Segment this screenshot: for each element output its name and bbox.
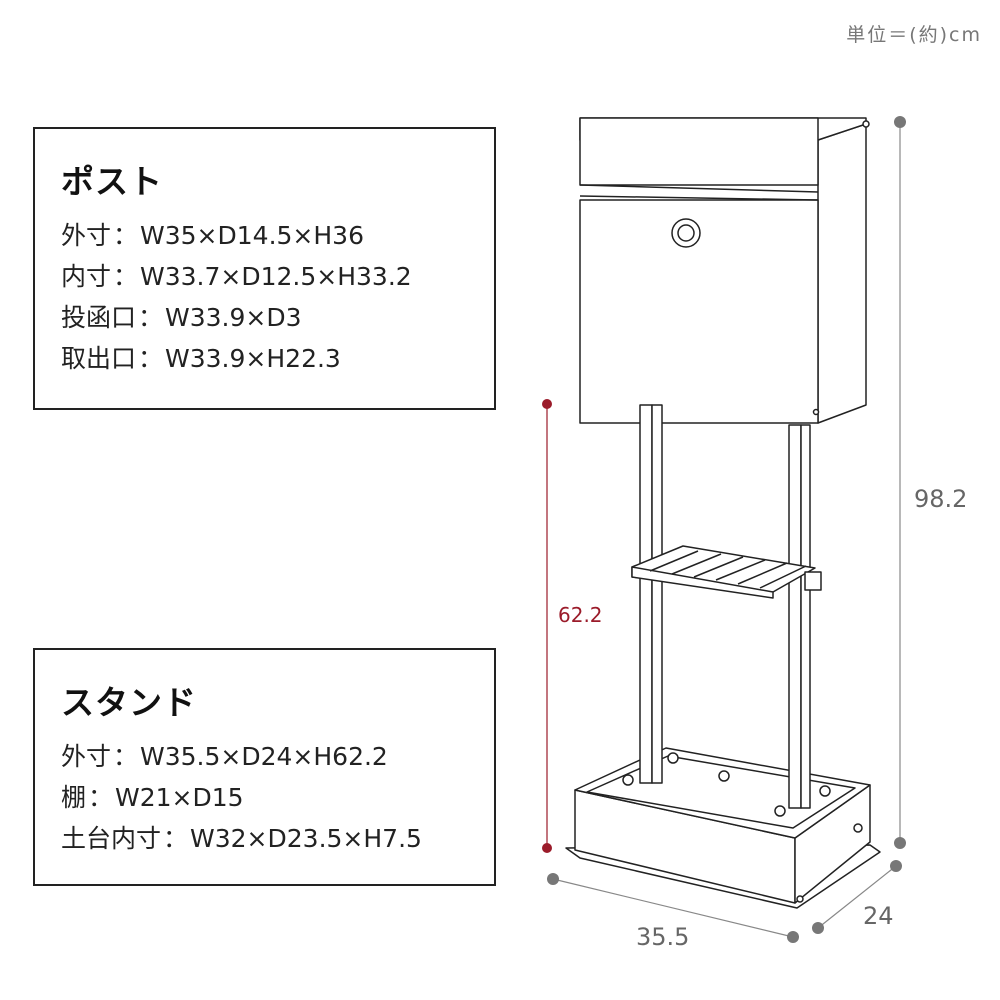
base-bolt — [622, 774, 634, 786]
shelf-slat — [759, 565, 807, 589]
shelf-slat — [649, 550, 699, 572]
spec-value: W33.7×D12.5×H33.2 — [140, 262, 412, 291]
post-spec-title: ポスト — [61, 162, 163, 201]
mailbox-lock-knob — [677, 224, 695, 242]
dimension-total-height — [894, 116, 906, 849]
mailbox — [579, 117, 870, 424]
post-spec-slot: 投函口：W33.9×D3 — [61, 297, 468, 338]
post-spec-outer: 外寸：W35×D14.5×H36 — [61, 215, 468, 256]
mailbox-slot-line — [579, 184, 819, 193]
spec-label: 外寸 — [61, 742, 112, 771]
post-spec-inner: 内寸：W33.7×D12.5×H33.2 — [61, 256, 468, 297]
spec-label: 取出口 — [61, 344, 137, 373]
spec-label: 外寸 — [61, 221, 112, 250]
spec-separator: ： — [88, 783, 114, 812]
dimension-label-stand-height: 62.2 — [558, 603, 603, 627]
dimension-label-width: 35.5 — [636, 923, 690, 951]
mailbox-door-screw — [812, 408, 820, 416]
spec-value: W35×D14.5×H36 — [140, 221, 364, 250]
base-bolt — [774, 805, 786, 817]
mailbox-hinge-screw — [862, 120, 870, 128]
dimension-depth — [812, 860, 902, 934]
shelf-front-edge — [631, 566, 774, 599]
post-spec-door: 取出口：W33.9×H22.3 — [61, 338, 468, 379]
dimension-width — [547, 873, 799, 943]
stand-spec-title: スタンド — [61, 683, 197, 722]
shelf-slat — [671, 553, 722, 575]
stand-spec-base: 土台内寸：W32×D23.5×H7.5 — [61, 818, 468, 859]
spec-separator: ： — [138, 303, 164, 332]
stand-leg-back — [639, 404, 653, 784]
mailbox-side-panel — [817, 123, 867, 424]
dimension-label-depth: 24 — [863, 902, 894, 930]
spec-label: 内寸 — [61, 262, 112, 291]
shelf-slat — [715, 559, 766, 581]
stand-legs — [639, 404, 811, 809]
spec-label: 棚 — [61, 783, 87, 812]
mailbox-lid-front — [579, 117, 819, 186]
unit-note: 単位＝(約)cm — [846, 24, 982, 46]
shelf-bracket — [804, 571, 822, 591]
stand-spec-box: スタンド 外寸：W35.5×D24×H62.2 棚：W21×D15 土台内寸：W… — [33, 648, 496, 886]
shelf-slat — [693, 556, 744, 578]
stand-leg-front-side — [800, 424, 811, 809]
stand-shelf — [631, 545, 822, 599]
stand-base — [565, 747, 881, 909]
stand-leg-front — [788, 424, 802, 809]
stand-spec-outer: 外寸：W35.5×D24×H62.2 — [61, 736, 468, 777]
spec-value: W21×D15 — [115, 783, 244, 812]
spec-value: W35.5×D24×H62.2 — [140, 742, 388, 771]
spec-value: W33.9×H22.3 — [165, 344, 341, 373]
spec-separator: ： — [113, 262, 139, 291]
spec-value: W32×D23.5×H7.5 — [190, 824, 422, 853]
mailbox-door-edge — [579, 195, 819, 201]
spec-separator: ： — [113, 221, 139, 250]
shelf-slat — [737, 562, 788, 585]
base-bolt — [853, 823, 863, 833]
stand-spec-shelf: 棚：W21×D15 — [61, 777, 468, 818]
stand-leg-back-side — [651, 404, 663, 784]
spec-label: 投函口 — [61, 303, 137, 332]
dimension-label-total-height: 98.2 — [914, 485, 968, 513]
spec-label: 土台内寸 — [61, 824, 162, 853]
spec-separator: ： — [138, 344, 164, 373]
spec-separator: ： — [163, 824, 189, 853]
dimension-stand-height — [542, 399, 552, 853]
spec-value: W33.9×D3 — [165, 303, 302, 332]
spec-separator: ： — [113, 742, 139, 771]
base-bolt — [796, 895, 804, 903]
base-bolt — [718, 770, 730, 782]
base-bolt — [819, 785, 831, 797]
post-spec-box: ポスト 外寸：W35×D14.5×H36 内寸：W33.7×D12.5×H33.… — [33, 127, 496, 410]
base-bolt — [667, 752, 679, 764]
